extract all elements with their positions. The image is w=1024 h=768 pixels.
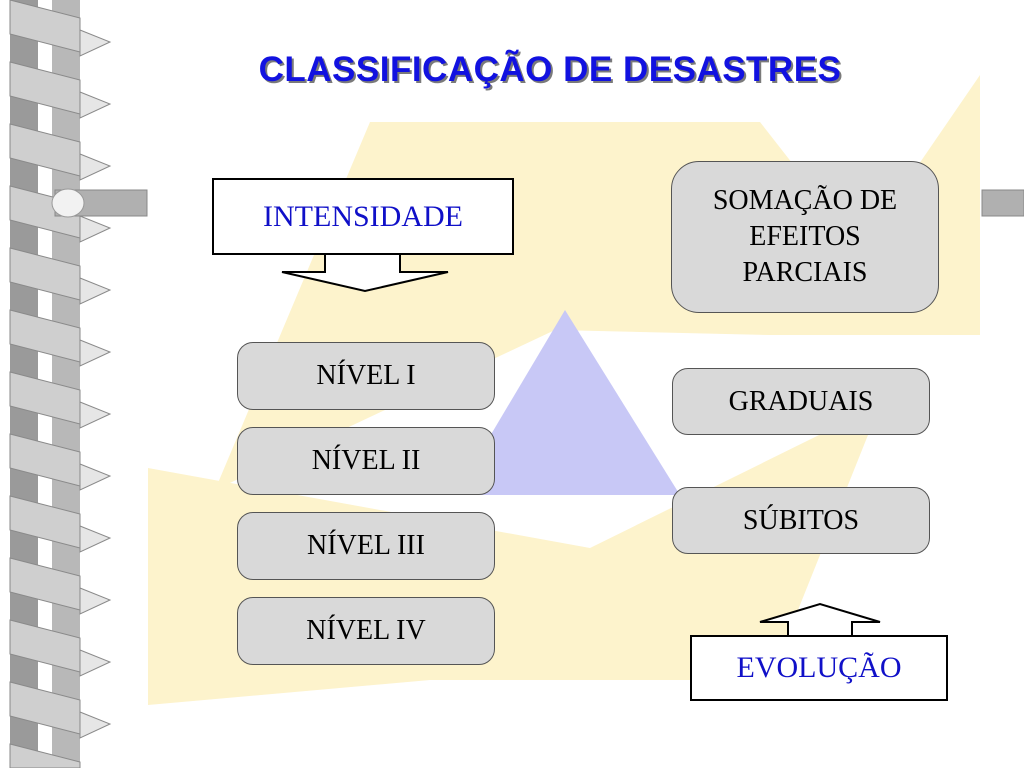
intensity-label-box: INTENSIDADE	[212, 178, 514, 255]
level-box: NÍVEL III	[237, 512, 495, 580]
intensity-label: INTENSIDADE	[263, 199, 463, 233]
level-box: NÍVEL IV	[237, 597, 495, 665]
evolution-type-box: SÚBITOS	[672, 487, 930, 554]
evolution-type-label: SÚBITOS	[742, 504, 860, 536]
evolution-label: EVOLUÇÃO	[736, 651, 902, 684]
level-label: NÍVEL III	[307, 530, 425, 561]
page-title: CLASSIFICAÇÃO DE DESASTRES	[258, 50, 842, 89]
effects-label: SOMAÇÃO DE EFEITOS PARCIAIS	[712, 185, 898, 288]
intensity-down-arrow	[281, 253, 449, 293]
evolution-type-label: GRADUAIS	[728, 385, 874, 417]
evolution-label-box: EVOLUÇÃO	[690, 635, 948, 701]
level-box: NÍVEL II	[237, 427, 495, 495]
level-label: NÍVEL II	[311, 445, 421, 476]
right-edge-bar	[981, 189, 1024, 217]
effects-box: SOMAÇÃO DE EFEITOS PARCIAIS	[671, 161, 939, 313]
evolution-type-box: GRADUAIS	[672, 368, 930, 435]
evolution-up-arrow	[759, 602, 881, 637]
center-triangle	[455, 310, 680, 495]
spiral-binding	[9, 0, 148, 768]
level-label: NÍVEL IV	[306, 615, 426, 646]
level-label: NÍVEL I	[316, 360, 416, 391]
level-box: NÍVEL I	[237, 342, 495, 410]
